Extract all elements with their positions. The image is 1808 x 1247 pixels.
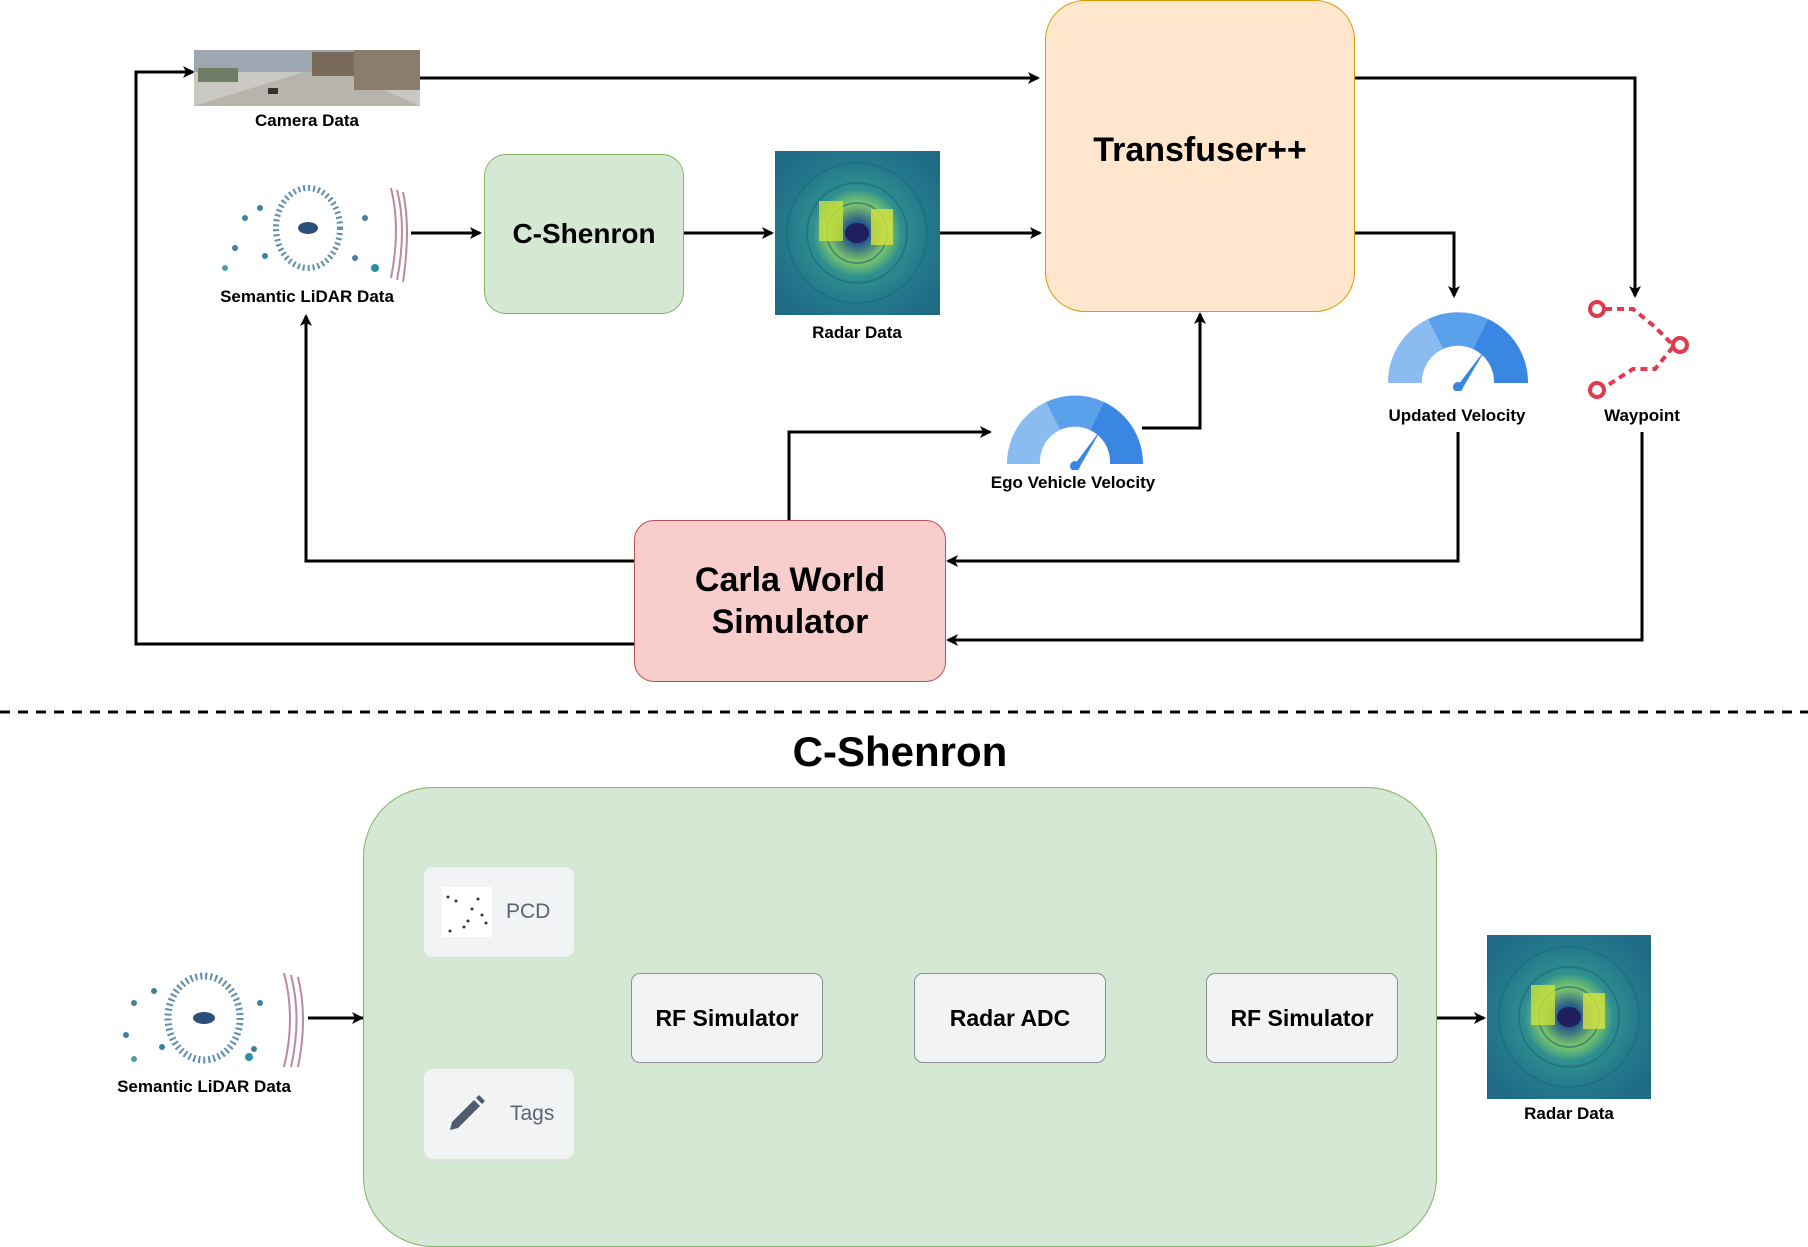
lidar-pointcloud-icon	[104, 963, 308, 1073]
radar-heatmap-icon	[1487, 935, 1651, 1099]
radar-data-label-bottom: Radar Data	[1524, 1104, 1614, 1123]
cshenron-label: C-Shenron	[512, 218, 656, 249]
tags-label: Tags	[510, 1102, 555, 1125]
arrow-carla-to-camera	[134, 66, 634, 646]
rf-simulator-label-2: RF Simulator	[1230, 1004, 1374, 1031]
camera-scene-icon	[194, 50, 420, 106]
transfuser-label: Transfuser++	[1093, 131, 1307, 169]
semantic-lidar-label: Semantic LiDAR Data	[220, 287, 394, 306]
speedometer-icon	[1006, 395, 1144, 470]
cshenron-box[interactable]: C-Shenron	[484, 154, 684, 314]
radar-heatmap-image	[775, 151, 940, 315]
lidar-pointcloud-image	[205, 178, 411, 292]
speedometer-icon	[1387, 312, 1529, 391]
carla-simulator-label: Carla World Simulator	[694, 561, 886, 641]
arrow-transfuser-to-waypoint	[1353, 76, 1641, 298]
waypoint-icon	[1585, 297, 1691, 403]
semantic-lidar-label-bottom: Semantic LiDAR Data	[117, 1077, 291, 1096]
rf-simulator-box-1[interactable]: RF Simulator	[631, 973, 823, 1063]
route-waypoint-icon	[1588, 300, 1689, 399]
cshenron-section-title: C-Shenron	[792, 728, 1008, 775]
pcd-label: PCD	[506, 900, 551, 923]
arrow-carla-to-ego	[787, 426, 992, 520]
arrow-velocity-to-carla	[946, 432, 1460, 567]
waypoint-label: Waypoint	[1604, 406, 1680, 425]
updated-velocity-label: Updated Velocity	[1388, 406, 1526, 425]
radar-heatmap-icon	[775, 151, 940, 315]
rf-simulator-box-2[interactable]: RF Simulator	[1206, 973, 1398, 1063]
lidar-pointcloud-image-bottom	[104, 963, 308, 1073]
point-cloud-icon	[442, 887, 492, 937]
arrow-carla-to-lidar	[300, 314, 634, 563]
radar-adc-label: Radar ADC	[949, 1004, 1071, 1031]
radar-adc-box[interactable]: Radar ADC	[914, 973, 1106, 1063]
transfuser-box[interactable]: Transfuser++	[1045, 0, 1355, 312]
tags-box[interactable]: Tags	[424, 1069, 574, 1159]
pcd-box[interactable]: PCD	[424, 867, 574, 957]
arrow-ego-to-transfuser	[1142, 312, 1206, 430]
pencil-icon	[450, 1095, 485, 1130]
carla-simulator-box[interactable]: Carla World Simulator	[634, 520, 946, 682]
lidar-pointcloud-icon	[205, 178, 411, 292]
camera-data-label: Camera Data	[255, 111, 359, 130]
radar-heatmap-image-bottom	[1487, 935, 1651, 1099]
rf-simulator-label-1: RF Simulator	[655, 1004, 799, 1031]
arrow-waypoint-to-carla	[946, 432, 1644, 646]
radar-data-label: Radar Data	[812, 323, 902, 342]
arrow-transfuser-to-velocity	[1353, 231, 1460, 298]
camera-image	[194, 50, 420, 106]
ego-velocity-gauge	[1004, 388, 1146, 470]
updated-velocity-gauge	[1385, 305, 1531, 391]
ego-velocity-label: Ego Vehicle Velocity	[990, 473, 1156, 492]
